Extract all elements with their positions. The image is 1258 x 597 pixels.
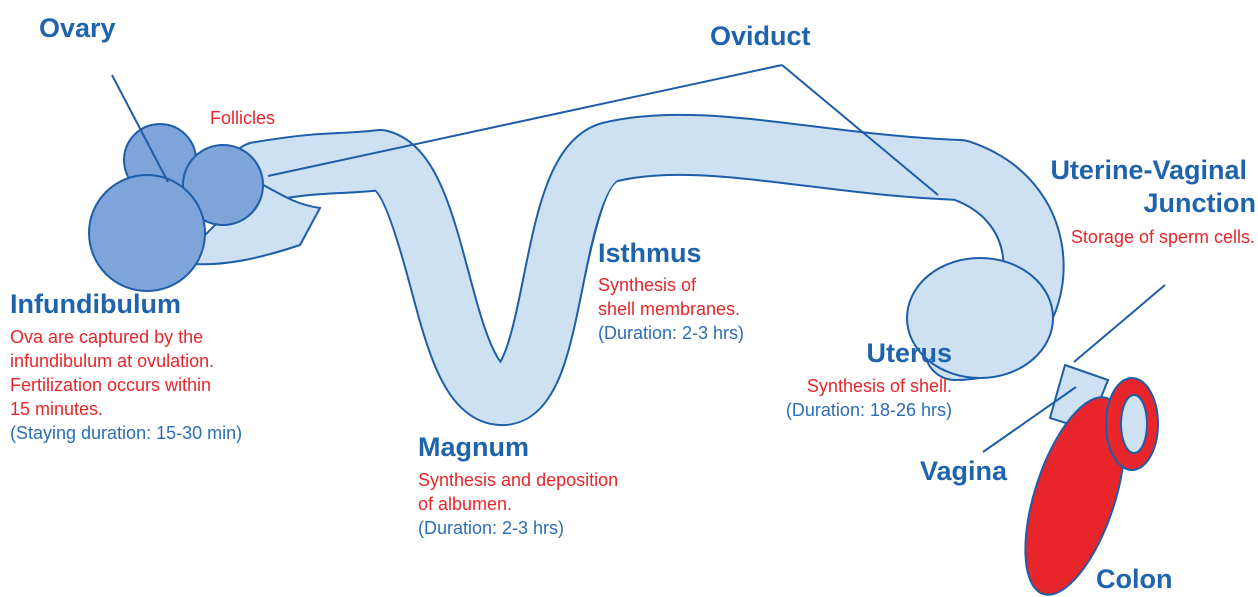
infundibulum-note-3: Fertilization occurs within (10, 374, 211, 397)
isthmus-duration: (Duration: 2-3 hrs) (598, 322, 744, 345)
leader-uvj (1074, 285, 1165, 362)
follicles-label: Follicles (210, 107, 275, 130)
infundibulum-note-2: infundibulum at ovulation. (10, 350, 214, 373)
ovary-title: Ovary (39, 13, 116, 43)
vagina-title: Vagina (920, 456, 1007, 486)
infundibulum-duration: (Staying duration: 15-30 min) (10, 422, 242, 445)
colon-title: Colon (1096, 564, 1172, 594)
isthmus-note-1: Synthesis of (598, 274, 696, 297)
oviduct-title: Oviduct (710, 21, 811, 51)
uvj-title-line2: Junction (1144, 188, 1257, 218)
uterus-note-1: Synthesis of shell. (807, 375, 952, 398)
isthmus-title: Isthmus (598, 238, 702, 268)
uterus-title: Uterus (866, 338, 952, 368)
isthmus-note-2: shell membranes. (598, 298, 740, 321)
uterus-duration: (Duration: 18-26 hrs) (786, 399, 952, 422)
infundibulum-note-1: Ova are captured by the (10, 326, 203, 349)
follicle-large (89, 175, 205, 291)
magnum-title: Magnum (418, 432, 529, 462)
magnum-duration: (Duration: 2-3 hrs) (418, 517, 564, 540)
infundibulum-title: Infundibulum (10, 289, 181, 319)
cloaca-opening (1121, 395, 1147, 453)
infundibulum-note-4: 15 minutes. (10, 398, 103, 421)
uvj-title-line1: Uterine-Vaginal (1050, 155, 1247, 185)
uvj-note: Storage of sperm cells. (1071, 226, 1255, 249)
magnum-note-1: Synthesis and deposition (418, 469, 618, 492)
magnum-note-2: of albumen. (418, 493, 512, 516)
